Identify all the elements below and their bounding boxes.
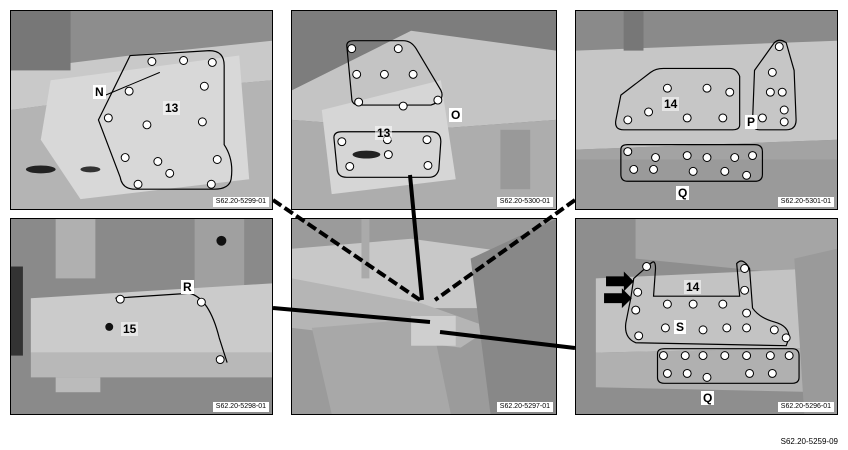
panel-weld-spots-o: O 13 S62.20-5300-01 bbox=[291, 10, 557, 210]
part-number-14: 14 bbox=[662, 97, 680, 111]
part-number-13: 13 bbox=[163, 101, 181, 115]
photo-frame-rail-front bbox=[11, 11, 272, 209]
weld-outline-overlay bbox=[333, 40, 443, 178]
image-code: S62.20-5299-01 bbox=[212, 197, 269, 207]
arrow-right-icon bbox=[606, 271, 634, 292]
label-r: R bbox=[181, 280, 194, 294]
image-code: S62.20-5298-01 bbox=[212, 402, 269, 412]
photo-underbody-overview bbox=[292, 219, 556, 414]
weld-outline-overlay bbox=[615, 39, 797, 182]
weld-outline-overlay bbox=[97, 50, 233, 190]
weld-outline-overlay bbox=[604, 260, 800, 384]
image-code: S62.20-5297-01 bbox=[496, 402, 553, 412]
label-n: N bbox=[93, 85, 106, 99]
weld-outline-overlay bbox=[115, 292, 228, 365]
arrow-right-icon bbox=[604, 288, 632, 309]
label-q: Q bbox=[676, 186, 690, 200]
photo-crossmember bbox=[576, 11, 837, 209]
part-number-13: 13 bbox=[375, 126, 393, 140]
label-o: O bbox=[449, 108, 463, 122]
part-number-15: 15 bbox=[121, 322, 139, 336]
part-number-14: 14 bbox=[684, 280, 702, 294]
label-q: Q bbox=[701, 391, 715, 405]
label-p: P bbox=[745, 115, 758, 129]
label-s: S bbox=[674, 320, 687, 334]
panel-weld-spots-r: R 15 S62.20-5298-01 bbox=[10, 218, 273, 415]
panel-weld-spots-n: N 13 S62.20-5299-01 bbox=[10, 10, 273, 210]
image-code: S62.20-5300-01 bbox=[496, 197, 553, 207]
figure-code: S62.20-5259-09 bbox=[780, 437, 838, 446]
photo-side-rail bbox=[11, 219, 272, 414]
image-code: S62.20-5296-01 bbox=[777, 402, 834, 412]
panel-weld-spots-s-q: 14 S Q S62.20-5296-01 bbox=[575, 218, 838, 415]
panel-overview: S62.20-5297-01 bbox=[291, 218, 557, 415]
panel-weld-spots-p-q: 14 P Q S62.20-5301-01 bbox=[575, 10, 838, 210]
image-code: S62.20-5301-01 bbox=[777, 197, 834, 207]
